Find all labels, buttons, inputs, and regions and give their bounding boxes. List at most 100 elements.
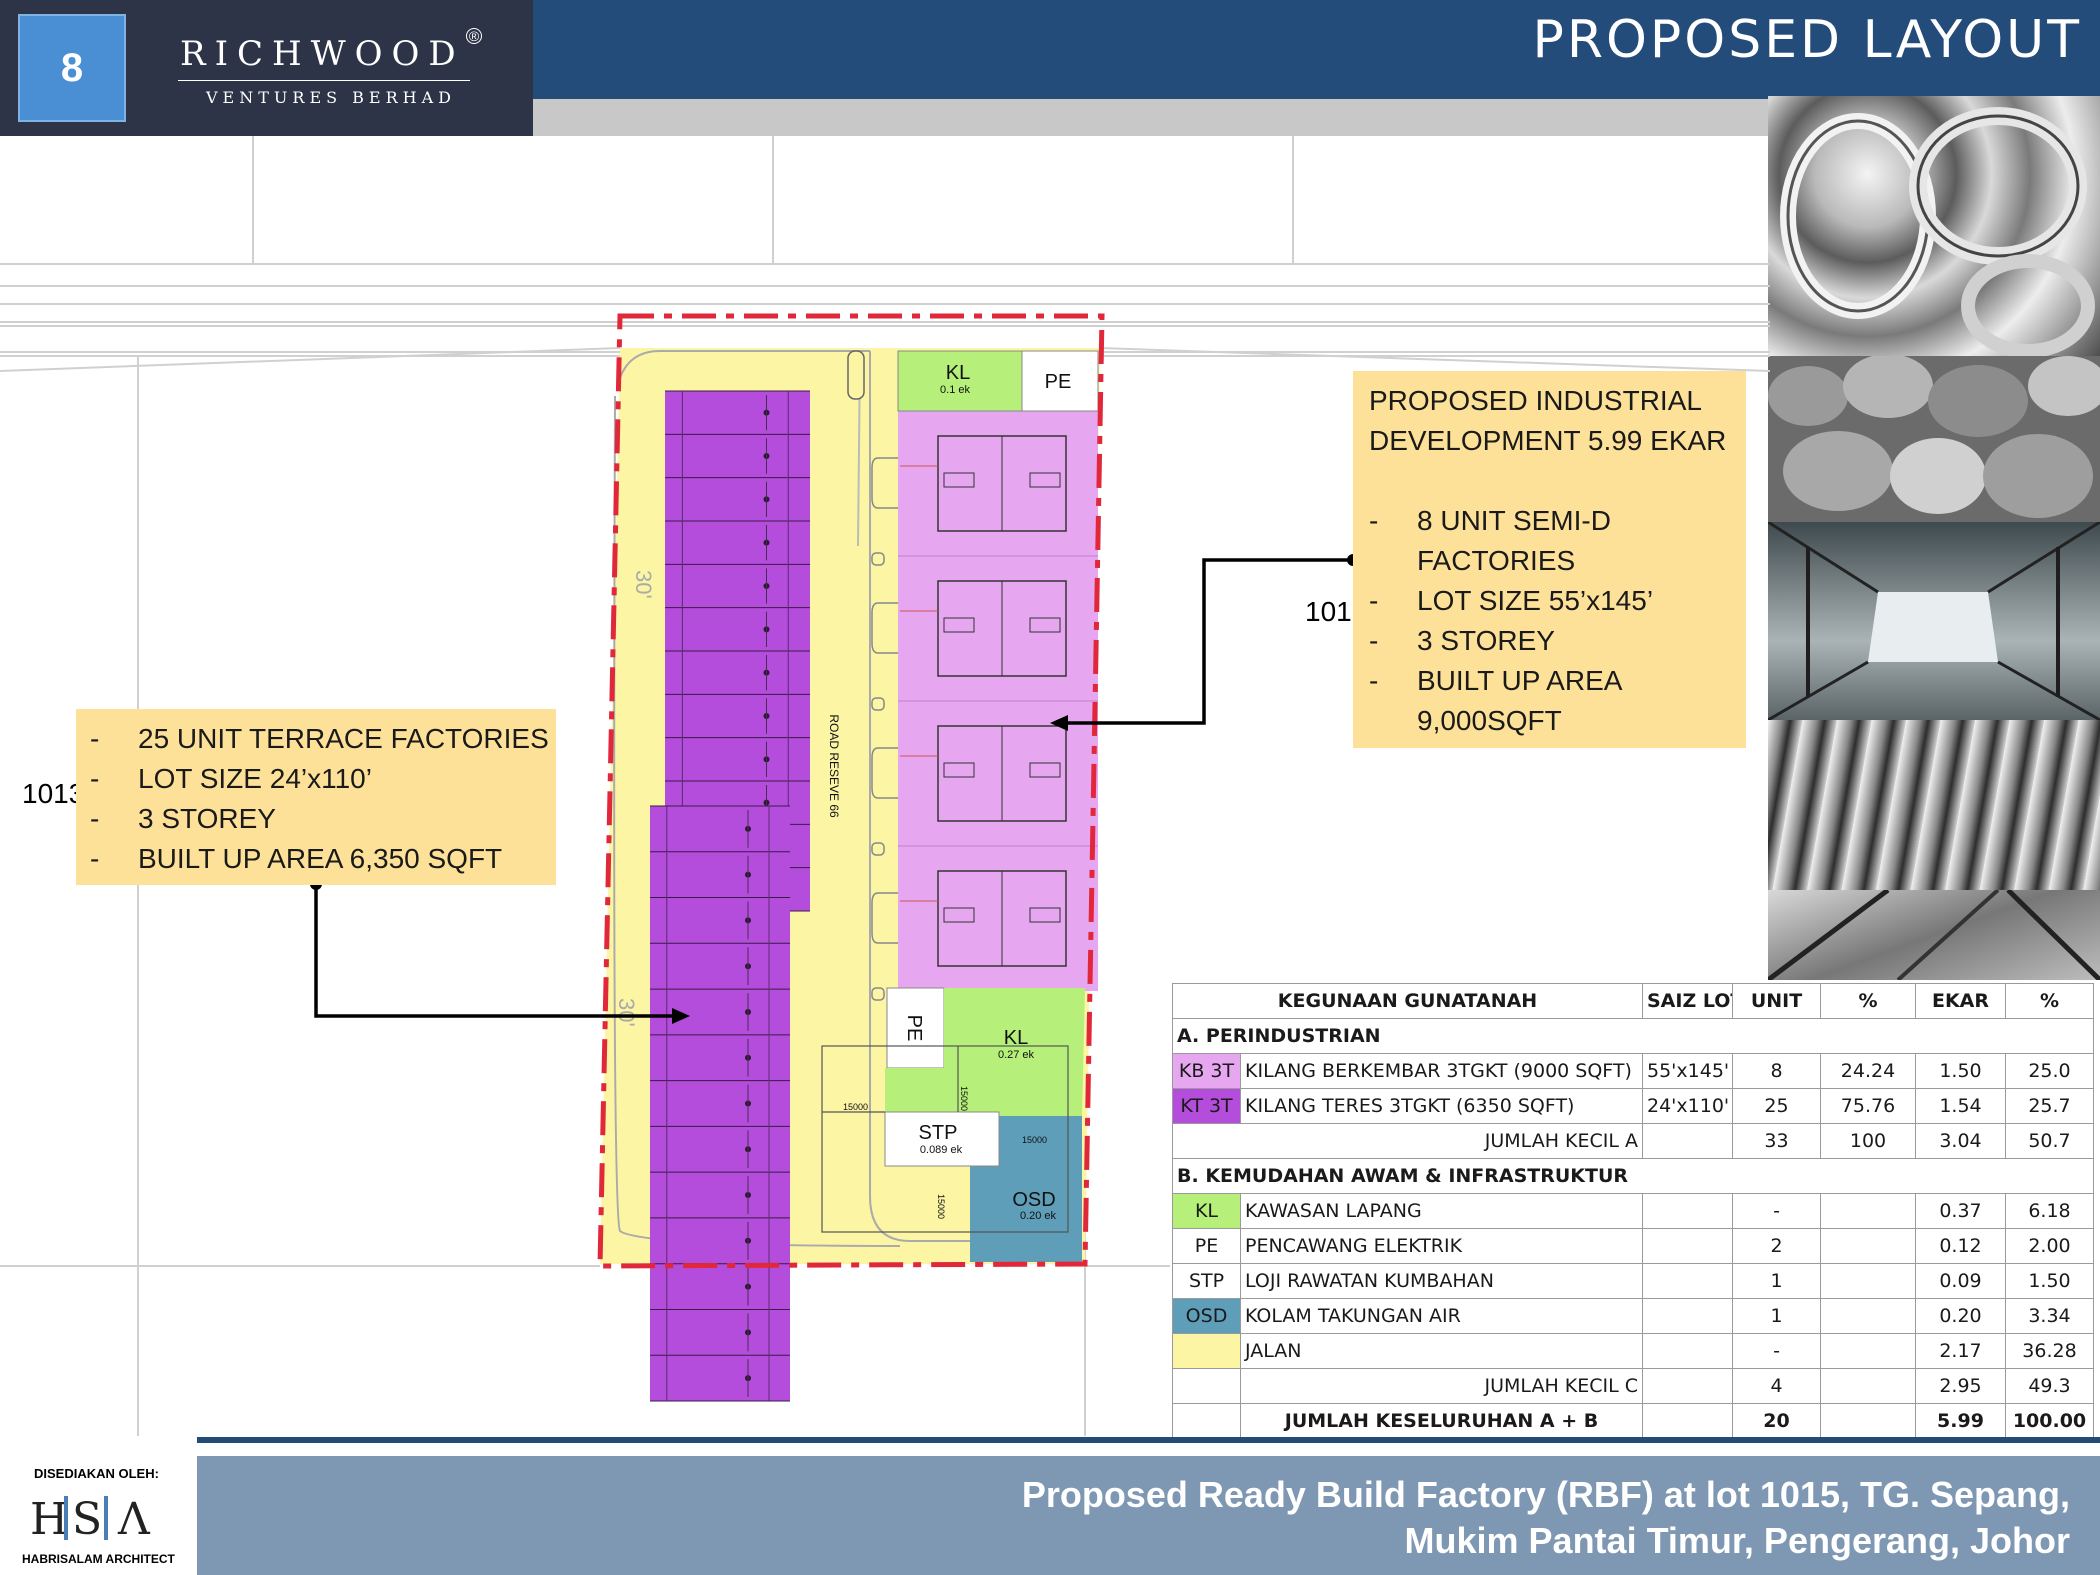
footer-divider <box>197 1437 2100 1443</box>
dim-label-1: 15000 <box>843 1102 868 1112</box>
table-row: OSD KOLAM TAKUNGAN AIR 1 0.20 3.34 <box>1172 1298 2094 1334</box>
semid-stair <box>1029 907 1061 923</box>
terrace-block-bottom <box>650 805 790 1402</box>
driveway-apron <box>871 602 898 654</box>
semid-callout-heading: PROPOSED INDUSTRIAL DEVELOPMENT 5.99 EKA… <box>1369 385 1727 456</box>
photo-warehouse-interior <box>1767 520 2100 722</box>
table-subtotal-row: JUMLAH KECIL A 33 100 3.04 50.7 <box>1172 1123 2094 1159</box>
svg-text:S: S <box>72 1494 102 1544</box>
col-header-ekar-pct: % <box>2005 983 2094 1019</box>
semid-item: -LOT SIZE 55’x145’ <box>1369 585 1654 616</box>
col-header-ekar: EKAR <box>1915 983 2006 1019</box>
semid-arrow-head <box>1050 715 1068 731</box>
semid-stair <box>943 472 975 488</box>
photo-bearings <box>1768 96 2100 358</box>
code-swatch-stp: STP <box>1172 1263 1241 1299</box>
table-row: KL KAWASAN LAPANG - 0.37 6.18 <box>1172 1193 2094 1229</box>
code-swatch-kt: KT 3T <box>1172 1088 1241 1124</box>
slide-number-badge: 8 <box>18 14 126 122</box>
semid-units <box>898 410 1098 967</box>
driveway-apron <box>871 747 898 799</box>
beams-icon <box>1766 888 2100 982</box>
warehouse-icon <box>1767 520 2100 722</box>
terrace-pointer-line <box>314 884 680 1018</box>
semid-item: -8 UNIT SEMI-D FACTORIES <box>1369 505 1611 576</box>
col-header-unit: UNIT <box>1732 983 1821 1019</box>
road-reserve-label: ROAD RESEVE 66 <box>827 714 841 818</box>
driveway-post <box>871 987 885 1001</box>
dim-label-3: 15000 <box>959 1086 969 1111</box>
company-logo-name: RICHWOOD <box>180 34 465 74</box>
footer-bar <box>197 1456 2100 1575</box>
terrace-item: -BUILT UP AREA 6,350 SQFT <box>90 843 503 874</box>
footer-title-line2: Mukim Pantai Timur, Pengerang, Johor <box>1404 1520 2070 1561</box>
col-header-use: KEGUNAAN GUNATANAH <box>1172 983 1643 1019</box>
setback-label-bottom: 30' <box>614 998 639 1027</box>
code-swatch-kb: KB 3T <box>1172 1053 1241 1089</box>
terrace-block-fill <box>650 806 790 1401</box>
car-icon <box>847 350 865 400</box>
driveway-post <box>871 842 885 856</box>
terrace-callout: -25 UNIT TERRACE FACTORIES -LOT SIZE 24’… <box>76 709 556 885</box>
site-boundary <box>597 313 1105 1269</box>
terrace-item: -3 STOREY <box>90 803 276 834</box>
site-plan: KL 0.1 ek PE PE KL 0.27 ek OSD 0.20 ek S… <box>0 136 1770 1436</box>
table-subtotal-row: JUMLAH KECIL C 4 2.95 49.3 <box>1172 1368 2094 1404</box>
semid-item: -3 STOREY <box>1369 625 1555 656</box>
driveway-post <box>871 552 885 566</box>
stp-plant <box>884 1111 1000 1167</box>
bearing-rings-icon <box>1780 107 2095 358</box>
semid-stair <box>1029 762 1061 778</box>
kl-top-code: KL <box>946 362 970 384</box>
table-section-row: B. KEMUDAHAN AWAM & INFRASTRUKTUR <box>1172 1158 2094 1194</box>
table-total-row: JUMLAH KESELURUHAN A + B 20 5.99 100.00 <box>1172 1403 2094 1439</box>
osd-code: OSD <box>1012 1189 1055 1211</box>
lot-number-right: 101 <box>1305 596 1352 627</box>
table-row: PE PENCAWANG ELEKTRIK 2 0.12 2.00 <box>1172 1228 2094 1264</box>
semid-item: -BUILT UP AREA 9,000SQFT <box>1369 665 1621 736</box>
svg-text:H: H <box>30 1494 68 1544</box>
semid-stair <box>943 907 975 923</box>
driveway-apron <box>871 892 898 944</box>
company-logo-subtitle: VENTURES BERHAD <box>206 88 456 107</box>
photo-steel-sheets <box>1768 720 2100 890</box>
land-use-table: KEGUNAAN GUNATANAH SAIZ LOT UNIT % EKAR … <box>1172 983 2100 1449</box>
kl-bottom-area: 0.27 ek <box>998 1049 1035 1061</box>
lot-number-left: 1013 <box>22 778 85 809</box>
substation-top <box>1021 350 1099 412</box>
col-header-lot-size: SAIZ LOT <box>1642 983 1733 1019</box>
prepared-by-label: DISEDIAKAN OLEH: <box>34 1466 159 1481</box>
registered-mark: ® <box>466 28 482 44</box>
kl-top-area: 0.1 ek <box>940 384 970 396</box>
stp-area: 0.089 ek <box>920 1144 963 1156</box>
code-swatch-jalan <box>1172 1333 1241 1369</box>
driveway-post <box>871 697 885 711</box>
svg-text:Λ: Λ <box>117 1494 151 1544</box>
semid-stair <box>1029 472 1061 488</box>
table-row: KB 3T KILANG BERKEMBAR 3TGKT (9000 SQFT)… <box>1172 1053 2094 1089</box>
table-section-row: A. PERINDUSTRIAN <box>1172 1018 2094 1054</box>
table-header-row: KEGUNAAN GUNATANAH SAIZ LOT UNIT % EKAR … <box>1172 983 2094 1019</box>
osd-area: 0.20 ek <box>1020 1210 1057 1222</box>
table-row: JALAN - 2.17 36.28 <box>1172 1333 2094 1369</box>
col-header-unit-pct: % <box>1820 983 1916 1019</box>
open-space-bottom <box>885 988 1085 1116</box>
driveway-apron <box>871 457 898 509</box>
terrace-item: -LOT SIZE 24’x110’ <box>90 763 372 794</box>
pe-top-code: PE <box>1045 371 1072 393</box>
photo-steel-beams <box>1766 888 2100 982</box>
header-title-bar <box>533 0 2100 99</box>
semid-stair <box>943 617 975 633</box>
pe-bottom-code: PE <box>903 1015 925 1042</box>
dim-label-4: 15000 <box>936 1194 946 1219</box>
stones-icon <box>1768 354 2100 518</box>
footer-title-line1: Proposed Ready Build Factory (RBF) at lo… <box>1021 1474 2070 1515</box>
photo-stones <box>1768 354 2100 522</box>
table-row: STP LOJI RAWATAN KUMBAHAN 1 0.09 1.50 <box>1172 1263 2094 1299</box>
semid-callout: PROPOSED INDUSTRIAL DEVELOPMENT 5.99 EKA… <box>1353 371 1746 748</box>
code-swatch-osd: OSD <box>1172 1298 1241 1334</box>
semid-stair <box>943 762 975 778</box>
architect-name: HABRISALAM ARCHITECT <box>22 1552 175 1566</box>
architect-logo-icon: H S Λ <box>30 1494 151 1544</box>
code-swatch-pe: PE <box>1172 1228 1241 1264</box>
